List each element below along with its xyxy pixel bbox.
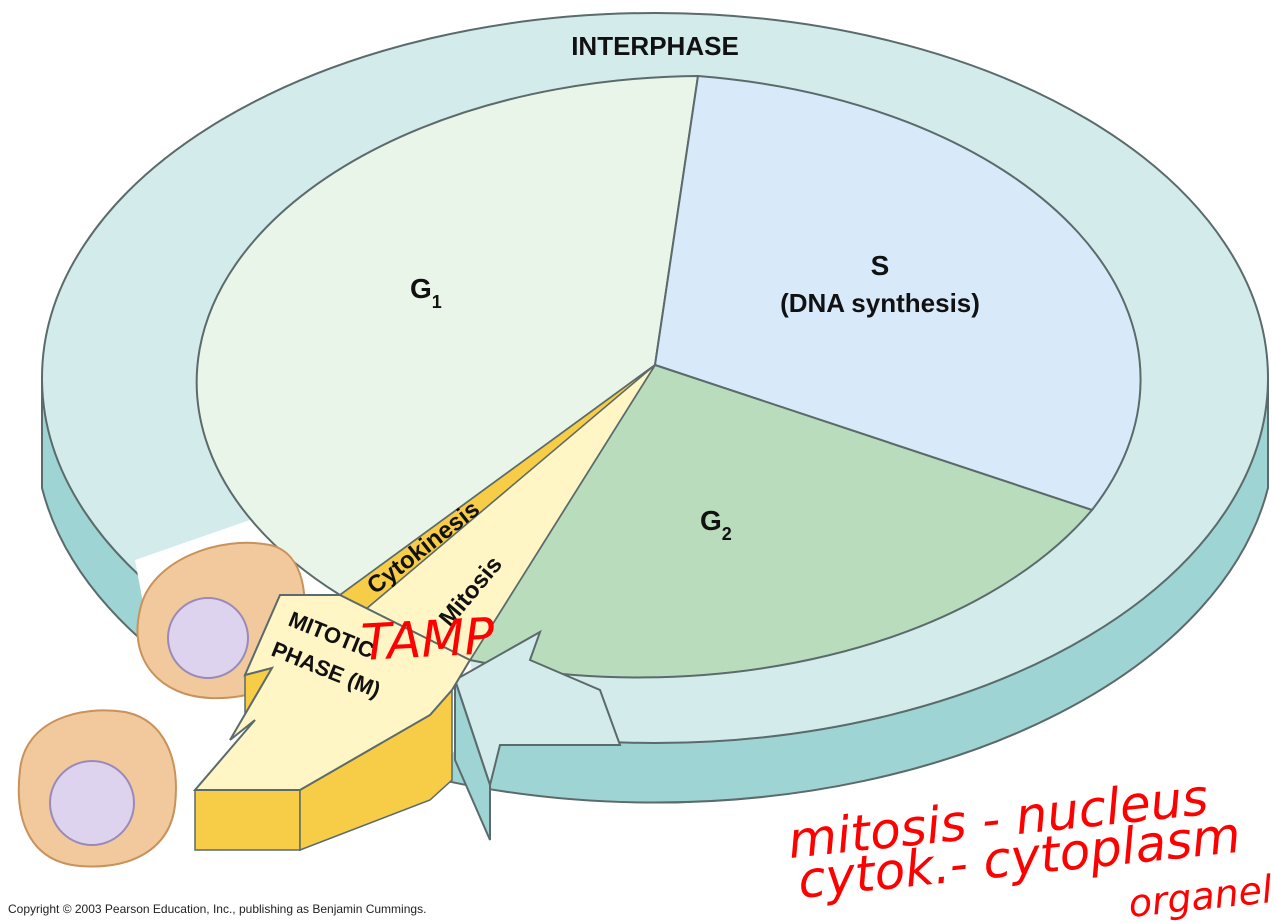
g1-letter: G [410,273,432,304]
mitotic-phase-arrow [192,594,472,791]
s-sector [653,74,1142,512]
mitotic-arrow-lower-side [194,789,301,851]
copyright-notice: Copyright © 2003 Pearson Education, Inc.… [8,902,426,916]
tamp-annotation: TAMP [360,607,497,672]
interphase-label: INTERPHASE [571,31,739,61]
s-label: S [871,250,890,281]
g1-sector [195,74,700,597]
note-organelles: organell [1126,866,1273,923]
nucleus-lower [49,760,135,846]
g1-subscript: 1 [432,292,442,312]
interphase-arrow-head [453,629,622,789]
g1-label: G1 [410,273,442,312]
interphase-arrow-side [454,679,491,841]
g2-letter: G [700,505,722,536]
g2-label: G2 [700,505,732,544]
s-description: (DNA synthesis) [780,288,980,318]
g2-subscript: 2 [722,524,732,544]
nucleus-upper [167,597,249,679]
